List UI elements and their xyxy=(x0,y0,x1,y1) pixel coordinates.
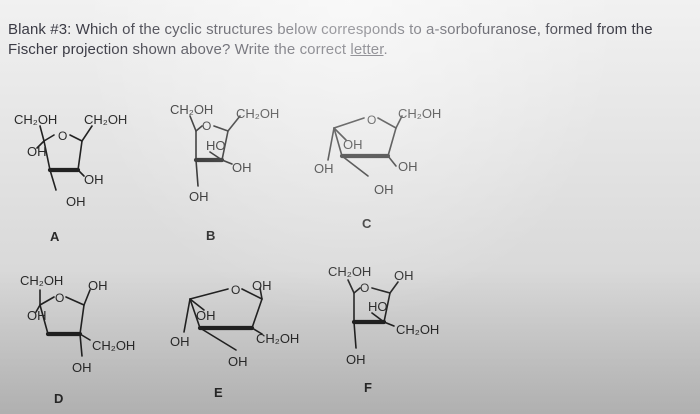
bond xyxy=(327,127,335,161)
label-ch2oh: CH₂OH xyxy=(92,338,135,353)
label-oh: OH xyxy=(66,194,86,209)
label-ch2oh: CH₂OH xyxy=(84,112,127,127)
label-oh: OH xyxy=(170,334,190,349)
option-letter-a: A xyxy=(50,229,60,244)
label-oh: OH xyxy=(27,308,47,323)
bond xyxy=(377,117,397,129)
label-oh: OH xyxy=(27,144,47,159)
ring-oxygen: O xyxy=(360,281,369,295)
option-letter-f: F xyxy=(364,380,372,395)
bond xyxy=(387,155,397,167)
label-oh: OH xyxy=(84,172,104,187)
bond xyxy=(65,296,85,306)
bond xyxy=(347,279,355,294)
bond xyxy=(43,134,55,142)
bond xyxy=(77,140,83,171)
bond xyxy=(251,298,263,329)
option-letter-d: D xyxy=(54,391,63,406)
ring-oxygen: O xyxy=(58,129,67,143)
bond xyxy=(371,287,391,294)
bond xyxy=(341,155,369,177)
label-oh: OH xyxy=(374,182,394,197)
label-ch2oh: CH₂OH xyxy=(236,106,279,121)
label-oh: OH xyxy=(398,159,418,174)
label-oh: OH xyxy=(343,137,363,152)
ring-oxygen: O xyxy=(231,283,240,297)
label-ch2oh: CH₂OH xyxy=(20,273,63,288)
bond xyxy=(387,127,397,157)
bond xyxy=(199,327,237,351)
label-oh: OH xyxy=(314,161,334,176)
bond xyxy=(221,159,233,165)
label-oh: OH xyxy=(72,360,92,375)
structure-a: O CH₂OH CH₂OH OH OH OH A xyxy=(14,112,127,244)
option-letter-b: B xyxy=(206,228,215,243)
label-oh: OH xyxy=(189,189,209,204)
label-oh: OH xyxy=(232,160,252,175)
label-ch2oh: CH₂OH xyxy=(170,102,213,117)
bond xyxy=(213,125,229,132)
label-ho: HO xyxy=(368,299,388,314)
structure-f: O CH₂OH OH HO CH₂OH OH F xyxy=(328,264,439,395)
label-oh: OH xyxy=(346,352,366,367)
bond xyxy=(69,134,83,142)
bond xyxy=(195,159,199,187)
bond xyxy=(81,125,93,142)
ring-oxygen: O xyxy=(367,113,376,127)
label-oh: OH xyxy=(394,268,414,283)
label-ch2oh: CH₂OH xyxy=(14,112,57,127)
structure-b: O CH₂OH CH₂OH HO OH OH B xyxy=(170,102,279,243)
ring-oxygen: O xyxy=(202,119,211,133)
bond xyxy=(79,333,83,357)
bond xyxy=(183,298,191,333)
structure-c: O CH₂OH OH OH OH OH C xyxy=(314,106,441,231)
label-oh: OH xyxy=(228,354,248,369)
bond xyxy=(333,117,365,129)
label-ch2oh: CH₂OH xyxy=(396,322,439,337)
label-ch2oh: CH₂OH xyxy=(398,106,441,121)
structure-e: O OH OH OH CH₂OH OH E xyxy=(170,278,299,400)
bond xyxy=(49,169,57,191)
label-ch2oh: CH₂OH xyxy=(256,331,299,346)
option-letter-c: C xyxy=(362,216,372,231)
bond xyxy=(79,304,85,335)
label-oh: OH xyxy=(252,278,272,293)
label-ch2oh: CH₂OH xyxy=(328,264,371,279)
label-oh: OH xyxy=(196,308,216,323)
bond xyxy=(39,125,45,142)
label-oh: OH xyxy=(88,278,108,293)
option-letter-e: E xyxy=(214,385,223,400)
bond xyxy=(39,296,55,306)
label-ho: HO xyxy=(206,138,226,153)
bond xyxy=(383,321,395,327)
structure-d: O CH₂OH OH OH CH₂OH OH D xyxy=(20,273,135,406)
bond xyxy=(389,281,399,294)
bond xyxy=(353,321,357,349)
ring-oxygen: O xyxy=(55,291,64,305)
bond xyxy=(189,288,229,300)
bond xyxy=(79,333,91,341)
bond xyxy=(189,115,197,132)
